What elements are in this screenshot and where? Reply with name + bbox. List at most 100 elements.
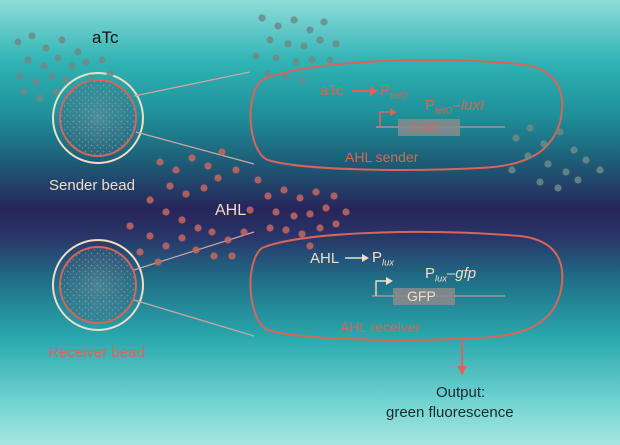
molecule-dot [508, 166, 516, 174]
molecule-dot [524, 152, 532, 160]
sender-promoter-letter: P [380, 82, 391, 99]
sender-induction-text: aTc [320, 82, 343, 99]
molecule-dot [214, 174, 222, 182]
molecule-dot [192, 246, 200, 254]
molecule-dot [306, 26, 314, 34]
molecule-dot [24, 56, 32, 64]
molecule-dot [228, 252, 236, 260]
molecule-dot [36, 94, 44, 102]
molecule-dot [52, 88, 60, 96]
molecule-dot [136, 248, 144, 256]
molecule-dot [326, 56, 334, 64]
molecule-dot [540, 140, 548, 148]
molecule-dot [582, 156, 590, 164]
sender-construct-gene: luxI [460, 97, 485, 114]
molecule-dot [210, 252, 218, 260]
receiver-zoom-line-bottom [133, 299, 255, 337]
sender-promoter-label: PtetO [380, 82, 408, 100]
sender-cell-label: AHL sender [345, 149, 419, 165]
receiver-induction-arrow [345, 254, 369, 262]
molecule-dot [280, 186, 288, 194]
receiver-bead-label: Receiver bead [48, 344, 145, 361]
molecule-dot [178, 234, 186, 242]
molecule-dot [42, 44, 50, 52]
molecule-dot [204, 162, 212, 170]
molecule-dot [306, 210, 314, 218]
receiver-promoter-letter: P [372, 249, 383, 266]
sender-zoom-line-top [133, 71, 251, 97]
molecule-dot [14, 38, 22, 46]
molecule-dot [54, 54, 62, 62]
molecule-dot [68, 62, 76, 70]
molecule-dot [306, 242, 314, 250]
molecule-dot [292, 58, 300, 66]
molecule-dot [556, 128, 564, 136]
molecule-dot [562, 168, 570, 176]
molecule-dot [20, 88, 28, 96]
molecule-dot [264, 70, 272, 78]
molecule-dot [272, 54, 280, 62]
molecule-dot [272, 208, 280, 216]
molecule-dot [82, 58, 90, 66]
molecule-dots [14, 14, 604, 266]
sender-bead-label: Sender bead [49, 177, 135, 194]
gfp-gene-box [393, 288, 455, 305]
receiver-construct [372, 277, 505, 305]
molecule-dot [266, 36, 274, 44]
molecule-dot [298, 76, 306, 84]
sender-construct [376, 108, 505, 136]
molecule-dot [58, 36, 66, 44]
molecule-dot [218, 148, 226, 156]
molecule-dot [200, 184, 208, 192]
molecule-dot [258, 14, 266, 22]
receiver-bead [52, 239, 144, 331]
molecule-dot [162, 242, 170, 250]
molecule-dot [342, 208, 350, 216]
molecule-dot [224, 236, 232, 244]
molecule-dot [240, 228, 248, 236]
molecule-dot [596, 166, 604, 174]
molecule-dot [166, 182, 174, 190]
receiver-construct-gene: gfp [455, 265, 477, 282]
sender-promoter-sub: tetO [390, 90, 408, 101]
output-arrow [457, 340, 467, 375]
receiver-construct-label: Plux–gfp [425, 265, 477, 284]
sender-promoter-arrow [379, 111, 392, 127]
sender-construct-label: PtetO–luxI [425, 97, 485, 116]
molecule-dot [266, 224, 274, 232]
molecule-dot [300, 42, 308, 50]
receiver-cell-outline [249, 231, 564, 341]
molecule-dot [264, 192, 272, 200]
luxi-gene-box [398, 119, 460, 136]
molecule-dot [178, 216, 186, 224]
molecule-dot [232, 166, 240, 174]
molecule-dot [154, 258, 162, 266]
sender-zoom-line-bottom [135, 131, 255, 165]
molecule-dot [162, 208, 170, 216]
molecule-dot [290, 16, 298, 24]
receiver-construct-promoter: P [425, 265, 436, 282]
molecule-dot [86, 74, 94, 82]
molecule-dot [332, 220, 340, 228]
molecule-dot [274, 22, 282, 30]
output-label: Output: [436, 384, 486, 401]
molecule-dot [308, 56, 316, 64]
molecule-dot [316, 224, 324, 232]
molecule-dot [74, 48, 82, 56]
molecule-dot [146, 196, 154, 204]
receiver-promoter-arrow [375, 280, 388, 296]
receiver-inducer: AHL [310, 250, 340, 267]
receiver-promoter-sub: lux [382, 257, 394, 268]
molecule-dot [254, 176, 262, 184]
molecule-dot [322, 204, 330, 212]
molecule-dot [32, 78, 40, 86]
molecule-dot [526, 124, 534, 132]
output-description: green fluorescence [386, 404, 514, 421]
molecule-dot [62, 76, 70, 84]
sender-construct-promoter-sub: tetO [435, 105, 453, 116]
molecule-dot [194, 224, 202, 232]
molecule-dot [332, 40, 340, 48]
molecule-dot [296, 194, 304, 202]
molecule-dot [284, 40, 292, 48]
